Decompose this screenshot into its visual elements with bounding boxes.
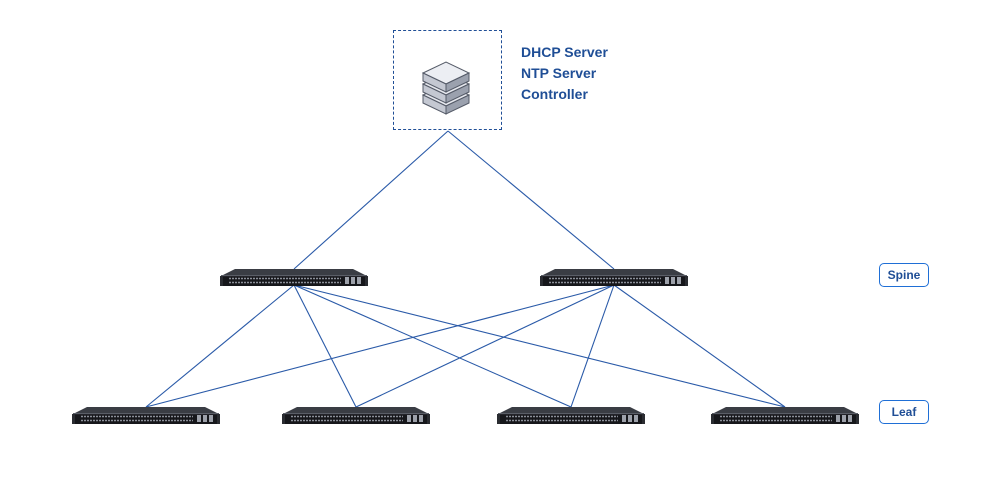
spine-leaf-link: [613, 284, 786, 408]
spine-leaf-link: [293, 284, 572, 408]
spine-tier-badge: Spine: [879, 263, 929, 287]
links: [145, 130, 786, 408]
spine-leaf-link: [145, 284, 295, 408]
server-spine-link: [293, 130, 449, 270]
spine-leaf-link: [145, 284, 615, 408]
switches: [72, 269, 859, 424]
server-labels: DHCP Server NTP Server Controller: [521, 42, 608, 105]
spine-leaf-link: [293, 284, 786, 408]
spine-leaf-link: [570, 284, 615, 408]
spine-switch-2: [540, 269, 688, 286]
server-box: [393, 30, 502, 130]
leaf-switch-4: [711, 407, 859, 424]
leaf-tier-badge: Leaf: [879, 400, 929, 424]
leaf-switch-1: [72, 407, 220, 424]
server-label-controller: Controller: [521, 86, 588, 102]
server-spine-link: [447, 130, 615, 270]
leaf-switch-3: [497, 407, 645, 424]
server-label-ntp: NTP Server: [521, 65, 597, 81]
leaf-switch-2: [282, 407, 430, 424]
server-stack-icon: [421, 61, 471, 115]
spine-leaf-link: [355, 284, 615, 408]
server-label-dhcp: DHCP Server: [521, 44, 608, 60]
spine-leaf-link: [293, 284, 357, 408]
spine-switch-1: [220, 269, 368, 286]
